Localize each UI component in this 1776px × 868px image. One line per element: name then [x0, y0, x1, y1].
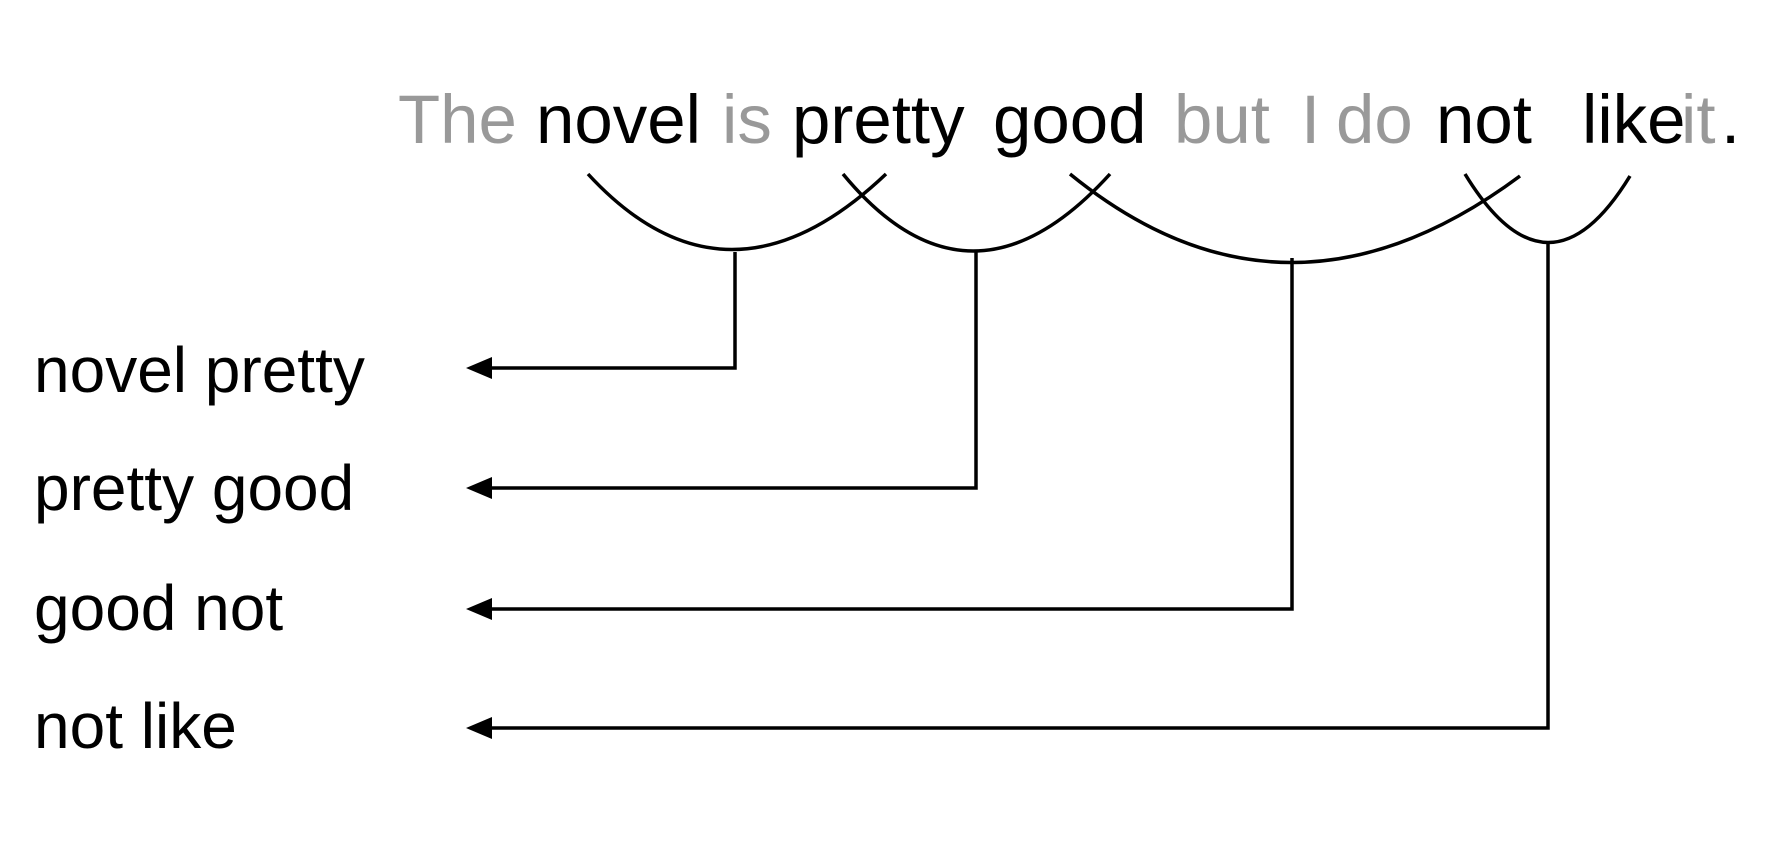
token-is: is — [722, 81, 772, 158]
arrowhead-good-not — [466, 598, 492, 620]
pair-label-not-like: not like — [34, 690, 237, 762]
sentence: The novel is pretty good but I do not li… — [398, 81, 1740, 158]
arc-not-like — [1463, 173, 1632, 245]
connector-good-not — [488, 258, 1294, 611]
token-good: good — [993, 81, 1147, 158]
arrowhead-pretty-good — [466, 477, 492, 499]
token-i: I — [1301, 81, 1320, 158]
connector-pretty-good — [488, 252, 978, 490]
pair-label-good-not: good not — [34, 572, 283, 644]
arcs — [586, 172, 1632, 265]
token-the: The — [398, 81, 517, 158]
arc-pretty-good — [841, 172, 1112, 253]
token-it: it — [1681, 81, 1716, 158]
token-but: but — [1174, 81, 1270, 158]
arrowhead-novel-pretty — [466, 357, 492, 379]
connector-novel-pretty — [488, 252, 737, 370]
token-like: like — [1582, 81, 1686, 158]
connectors — [488, 244, 1550, 730]
token-novel: novel — [536, 81, 701, 158]
arrowheads — [466, 357, 492, 739]
token-pretty: pretty — [792, 81, 965, 158]
pair-label-pretty-good: pretty good — [34, 452, 354, 524]
arc-good-not — [1068, 172, 1522, 265]
arrowhead-not-like — [466, 717, 492, 739]
token-not: not — [1436, 81, 1532, 158]
pair-label-novel-pretty: novel pretty — [34, 334, 365, 406]
token-do: do — [1336, 81, 1413, 158]
token-period: . — [1721, 81, 1740, 158]
pair-labels: novel pretty pretty good good not not li… — [34, 334, 365, 762]
connector-not-like — [488, 244, 1550, 730]
arc-novel-pretty — [586, 172, 888, 252]
